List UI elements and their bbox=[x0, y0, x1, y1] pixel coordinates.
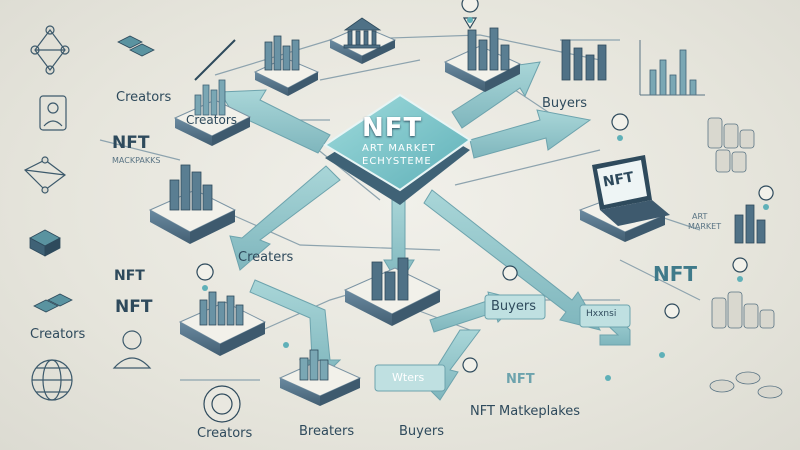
label-creators-tile: Creators bbox=[186, 113, 238, 127]
pin-dots bbox=[202, 17, 769, 381]
label-nft-right: NFT bbox=[653, 262, 698, 286]
hub-subtitle-line2: ECHYSTEME bbox=[362, 156, 432, 167]
person-card bbox=[39, 95, 67, 131]
label-art-line1: ART bbox=[692, 212, 708, 221]
platforms bbox=[148, 25, 667, 406]
label-buyers-top: Buyers bbox=[542, 96, 587, 111]
label-creators-bottom: Creators bbox=[197, 426, 253, 441]
label-arrow-bottom: Wters bbox=[392, 371, 425, 384]
platform-left-mid bbox=[148, 189, 237, 244]
label-nft-left-mid: NFT bbox=[115, 297, 153, 317]
hub-subtitle-line1: ART MARKET bbox=[362, 143, 436, 154]
bar-clusters bbox=[169, 27, 766, 381]
coin-stacks bbox=[707, 117, 783, 399]
bank-icon bbox=[343, 17, 382, 49]
label-nft-left-lower: NFT bbox=[114, 268, 145, 284]
central-hub bbox=[323, 93, 472, 205]
label-creators-left-lower: Creators bbox=[30, 327, 86, 342]
platform-top-left bbox=[173, 99, 252, 146]
label-arrow-right: Hxxnsi bbox=[586, 309, 617, 319]
label-marketplaces-bottom: NFT Matkeplakes bbox=[470, 404, 581, 419]
label-creaters-mid: Creaters bbox=[238, 250, 294, 265]
label-mackpaks: MACKPAKKS bbox=[112, 156, 161, 165]
label-buyers-mid: Buyers bbox=[491, 299, 536, 314]
label-art-line2: MARKET bbox=[688, 222, 722, 231]
map-pins bbox=[196, 0, 774, 373]
left-cubes bbox=[29, 35, 155, 313]
label-nft-left: NFT bbox=[112, 133, 150, 153]
text-arrow-boxes bbox=[374, 294, 631, 392]
label-creators-top-left: Creators bbox=[116, 90, 172, 105]
hub-title: NFT bbox=[362, 113, 423, 143]
label-breaters-bottom: Breaters bbox=[299, 424, 355, 439]
label-buyers-bottom: Buyers bbox=[399, 424, 444, 439]
bottom-badge bbox=[203, 385, 241, 423]
left-icons bbox=[23, 25, 152, 401]
platform-top-bank bbox=[328, 25, 397, 64]
laptop-icon bbox=[592, 155, 670, 226]
label-nft-bottom-small: NFT bbox=[506, 372, 535, 387]
